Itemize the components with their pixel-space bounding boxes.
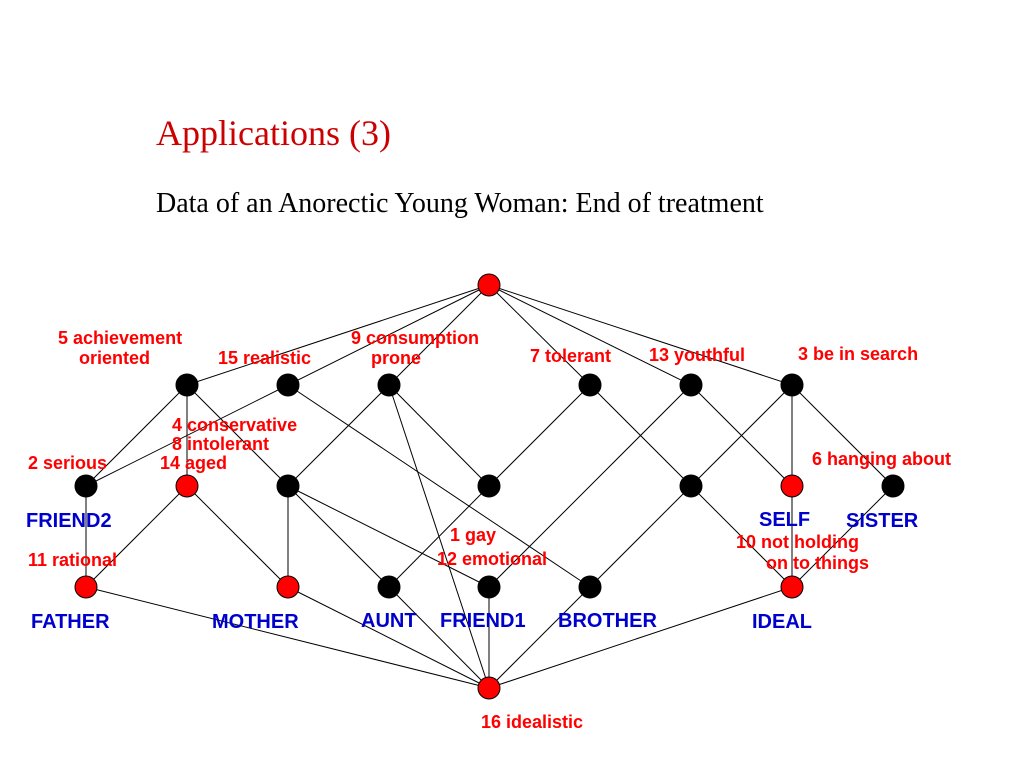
lattice-edge-r1c-r2d <box>388 384 490 487</box>
lattice-node-r2c <box>276 474 300 498</box>
obj-label-friend1: FRIEND1 <box>440 610 526 632</box>
lattice-node-r2a <box>74 474 98 498</box>
attr-label-gay: 1 gay <box>450 525 496 545</box>
attr-label-search: 3 be in search <box>798 344 918 364</box>
attr-label-serious: 2 serious <box>28 453 107 473</box>
lattice-node-r1c <box>377 373 401 397</box>
attr-label-not-holding-2: on to things <box>766 553 869 573</box>
attr-label-youthful: 13 youthful <box>649 345 745 365</box>
lattice-edge-r1e-r3d <box>488 384 692 588</box>
lattice-edge-r3c-bot <box>388 586 490 689</box>
lattice-node-r2d <box>477 474 501 498</box>
lattice-node-r2f <box>780 474 804 498</box>
lattice-edge-r2e-r3f <box>690 485 793 588</box>
lattice-node-r3b <box>276 575 300 599</box>
lattice-edge-r2c-r3d <box>287 485 490 588</box>
lattice-nodes <box>74 273 905 700</box>
lattice-edge-r2b-r3a <box>85 485 188 588</box>
lattice-node-r2g <box>881 474 905 498</box>
lattice-node-r1b <box>276 373 300 397</box>
attr-label-achievement: 5 achievement <box>58 328 182 348</box>
lattice-node-r3d <box>477 575 501 599</box>
lattice-node-r3c <box>377 575 401 599</box>
attr-label-hanging-about: 6 hanging about <box>812 449 951 469</box>
obj-label-brother: BROTHER <box>558 610 657 632</box>
attr-label-realistic: 15 realistic <box>218 348 311 368</box>
obj-label-sister: SISTER <box>846 510 919 532</box>
lattice-edge-top-r1c <box>388 284 490 386</box>
lattice-edge-top-r1b <box>287 284 490 386</box>
lattice-node-r1f <box>780 373 804 397</box>
attr-label-aged: 14 aged <box>160 453 227 473</box>
attr-label-rational: 11 rational <box>28 550 117 570</box>
lattice-edge-r1c-r2c <box>287 384 390 487</box>
lattice-node-r3e <box>578 575 602 599</box>
lattice-node-r1a <box>175 373 199 397</box>
obj-label-mother: MOTHER <box>212 611 299 633</box>
obj-label-father: FATHER <box>31 611 110 633</box>
lattice-edge-r2e-r3e <box>589 485 692 588</box>
lattice-edge-r1b-r3e <box>287 384 591 588</box>
lattice-edge-r1d-r2d <box>488 384 591 487</box>
obj-label-aunt: AUNT <box>361 610 417 632</box>
attr-label-consumption-2: prone <box>371 348 421 368</box>
lattice-edge-r3b-bot <box>287 586 490 689</box>
lattice-edge-r2g-r3f <box>791 485 894 588</box>
lattice-edge-top-r1f <box>488 284 793 386</box>
lattice-edge-r1b-r2a <box>85 384 289 487</box>
lattice-edge-r3e-bot <box>488 586 591 689</box>
attr-label-tolerant: 7 tolerant <box>530 346 611 366</box>
lattice-edge-r3a-bot <box>85 586 490 689</box>
attr-label-consumption: 9 consumption <box>351 328 479 348</box>
lattice-edge-r2d-r3c <box>388 485 490 588</box>
lattice-edge-r1f-r2g <box>791 384 894 487</box>
lattice-edge-r2b-r3b <box>186 485 289 588</box>
lattice-node-r2b <box>175 474 199 498</box>
lattice-node-r2e <box>679 474 703 498</box>
slide-subtitle: Data of an Anorectic Young Woman: End of… <box>156 188 764 219</box>
slide-title: Applications (3) <box>156 113 391 153</box>
lattice-edge-r1f-r2e <box>690 384 793 487</box>
lattice-node-r1d <box>578 373 602 397</box>
lattice-edges <box>85 284 894 689</box>
attr-label-idealistic: 16 idealistic <box>481 712 583 732</box>
lattice-node-top <box>477 273 501 297</box>
attr-label-emotional: 12 emotional <box>437 549 547 569</box>
lattice-edge-r1a-r2a <box>85 384 188 487</box>
obj-label-self: SELF <box>759 509 810 531</box>
lattice-node-bot <box>477 676 501 700</box>
lattice-edge-top-r1e <box>488 284 692 386</box>
lattice-edge-top-r1a <box>186 284 490 386</box>
attr-label-conservative: 4 conservative <box>172 415 297 435</box>
lattice-node-r3f <box>780 575 804 599</box>
lattice-node-r3a <box>74 575 98 599</box>
lattice-edge-r3f-bot <box>488 586 793 689</box>
lattice-edge-top-r1d <box>488 284 591 386</box>
obj-label-friend2: FRIEND2 <box>26 510 112 532</box>
obj-label-ideal: IDEAL <box>752 611 812 633</box>
lattice-node-r1e <box>679 373 703 397</box>
attr-label-achievement-2: oriented <box>79 348 150 368</box>
attr-label-intolerant: 8 intolerant <box>172 434 269 454</box>
attr-label-not-holding: 10 not holding <box>736 532 859 552</box>
